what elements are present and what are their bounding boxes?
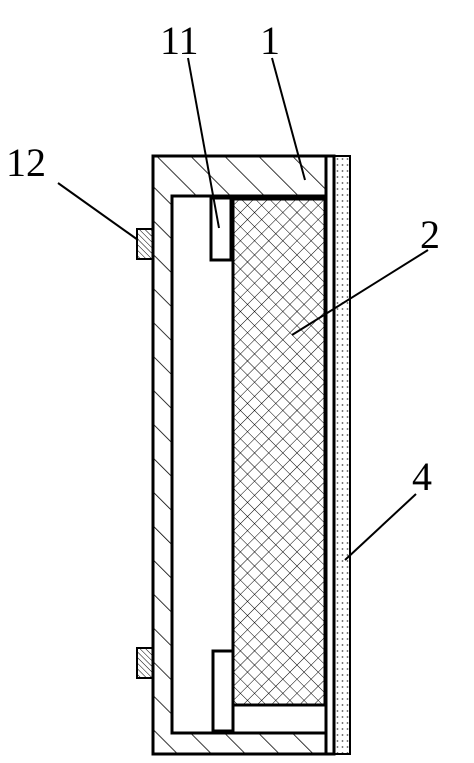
label-12: 12 [6,140,46,185]
core-block [231,197,327,707]
leader-lines [57,57,429,561]
inner-tabs [209,196,235,733]
inner-tab-bottom [211,649,235,733]
film-strip [333,155,351,755]
label-11: 11 [160,18,199,63]
label-4: 4 [412,454,432,499]
label-1: 1 [260,18,280,63]
label-2: 2 [420,212,440,257]
leader-4 [344,493,417,561]
right-plate [324,154,336,756]
leader-1 [271,57,306,181]
outer-tab-bottom [136,647,154,679]
leader-11 [187,57,220,229]
inner-tab-top [209,196,233,262]
outer-tabs [136,228,154,679]
leader-2 [291,249,429,336]
leader-12 [57,182,139,241]
outer-tab-top [136,228,154,260]
film-layer [324,154,351,756]
